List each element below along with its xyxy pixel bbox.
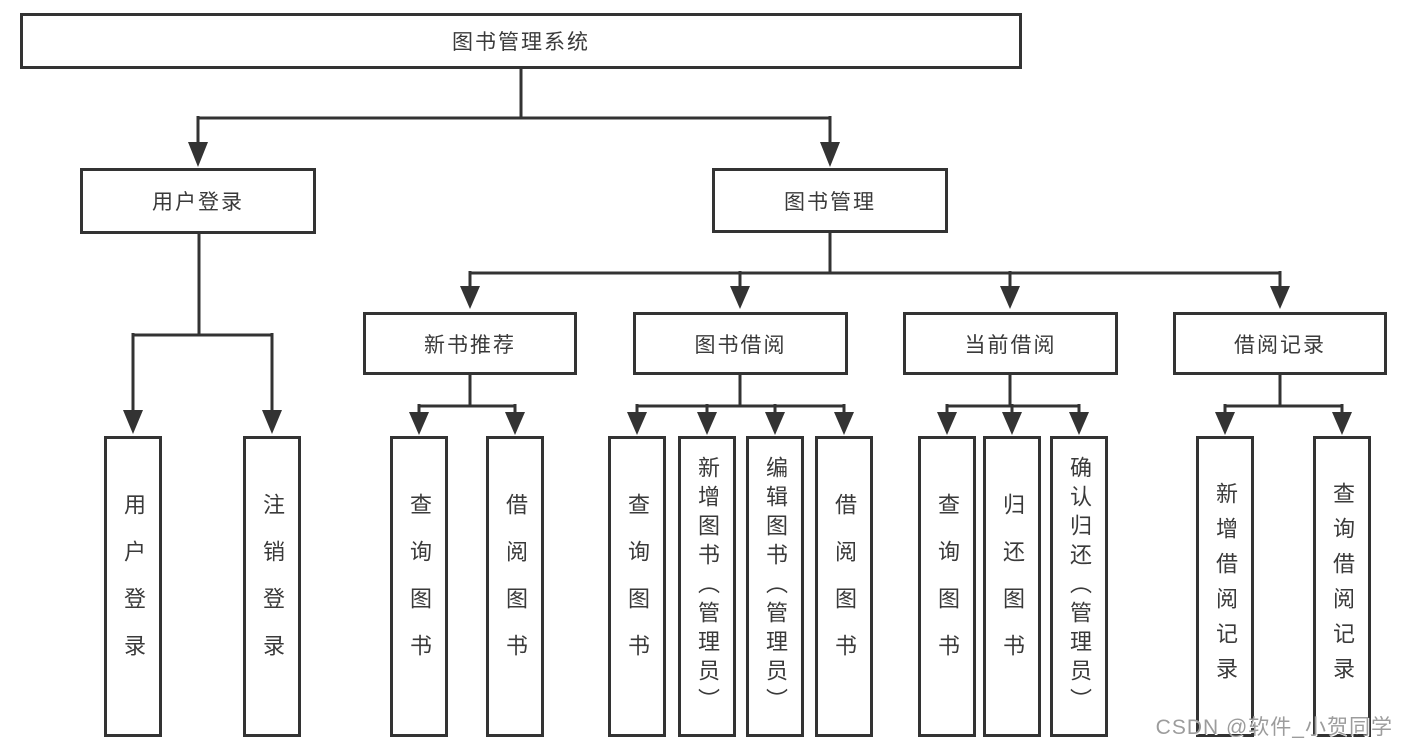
edge-bookmgmt-to-level3 <box>460 230 1290 309</box>
leaf-node-query-books-1: 查询图书 <box>390 436 448 737</box>
leaf-node-borrow-books-1-label: 借阅图书 <box>503 492 528 681</box>
node-book-borrowing: 图书借阅 <box>633 312 848 375</box>
leaf-node-confirm-return-admin: 确认归还（管理员） <box>1050 436 1108 737</box>
node-borrowing-records: 借阅记录 <box>1173 312 1387 375</box>
leaf-node-add-borrow-record: 新增借阅记录 <box>1196 436 1254 737</box>
leaf-node-return-books: 归还图书 <box>983 436 1041 737</box>
leaf-node-add-borrow-record-label: 新增借阅记录 <box>1213 481 1238 692</box>
watermark: CSDN @软件_小贺同学 <box>1155 716 1393 739</box>
leaf-node-confirm-return-admin-label: 确认归还（管理员） <box>1067 456 1092 717</box>
leaf-node-query-borrow-record: 查询借阅记录 <box>1313 436 1371 737</box>
edge-bookborrow-to-leaves <box>627 372 854 435</box>
node-current-borrowing: 当前借阅 <box>903 312 1118 375</box>
leaf-node-add-books-admin-label: 新增图书（管理员） <box>695 456 720 717</box>
node-user-login-branch: 用户登录 <box>80 168 316 234</box>
leaf-node-logout: 注销登录 <box>243 436 301 737</box>
leaf-node-return-books-label: 归还图书 <box>1000 492 1025 681</box>
node-user-login-branch-label: 用户登录 <box>152 191 244 214</box>
node-new-book-recommend: 新书推荐 <box>363 312 577 375</box>
node-root-label: 图书管理系统 <box>452 31 590 54</box>
leaf-node-edit-books-admin: 编辑图书（管理员） <box>746 436 804 737</box>
leaf-node-add-books-admin: 新增图书（管理员） <box>678 436 736 737</box>
leaf-node-query-books-1-label: 查询图书 <box>407 492 432 681</box>
leaf-node-logout-label: 注销登录 <box>260 492 285 681</box>
edge-currentborrow-to-leaves <box>937 372 1089 435</box>
node-book-management-label: 图书管理 <box>784 190 876 214</box>
leaf-node-borrow-books-2-label: 借阅图书 <box>832 492 857 681</box>
leaf-node-user-login: 用户登录 <box>104 436 162 737</box>
leaf-node-borrow-books-1: 借阅图书 <box>486 436 544 737</box>
leaf-node-query-borrow-record-label: 查询借阅记录 <box>1330 481 1355 692</box>
node-current-borrowing-label: 当前借阅 <box>964 333 1057 357</box>
leaf-node-query-books-3: 查询图书 <box>918 436 976 737</box>
edge-userlogin-to-leaves <box>123 230 282 434</box>
leaf-node-edit-books-admin-label: 编辑图书（管理员） <box>763 456 788 717</box>
leaf-node-query-books-2: 查询图书 <box>608 436 666 737</box>
leaf-node-borrow-books-2: 借阅图书 <box>815 436 873 737</box>
node-new-book-recommend-label: 新书推荐 <box>424 333 516 357</box>
leaf-node-query-books-3-label: 查询图书 <box>935 492 960 681</box>
node-root: 图书管理系统 <box>20 13 1022 69</box>
node-book-borrowing-label: 图书借阅 <box>694 333 787 357</box>
edge-root-to-level2 <box>188 66 840 167</box>
edge-borrowrecords-to-leaves <box>1215 372 1352 435</box>
leaf-node-query-books-2-label: 查询图书 <box>625 492 650 681</box>
node-borrowing-records-label: 借阅记录 <box>1234 333 1326 357</box>
node-book-management: 图书管理 <box>712 168 948 233</box>
edge-newbookrec-to-leaves <box>409 372 525 435</box>
leaf-node-user-login-label: 用户登录 <box>121 492 146 681</box>
